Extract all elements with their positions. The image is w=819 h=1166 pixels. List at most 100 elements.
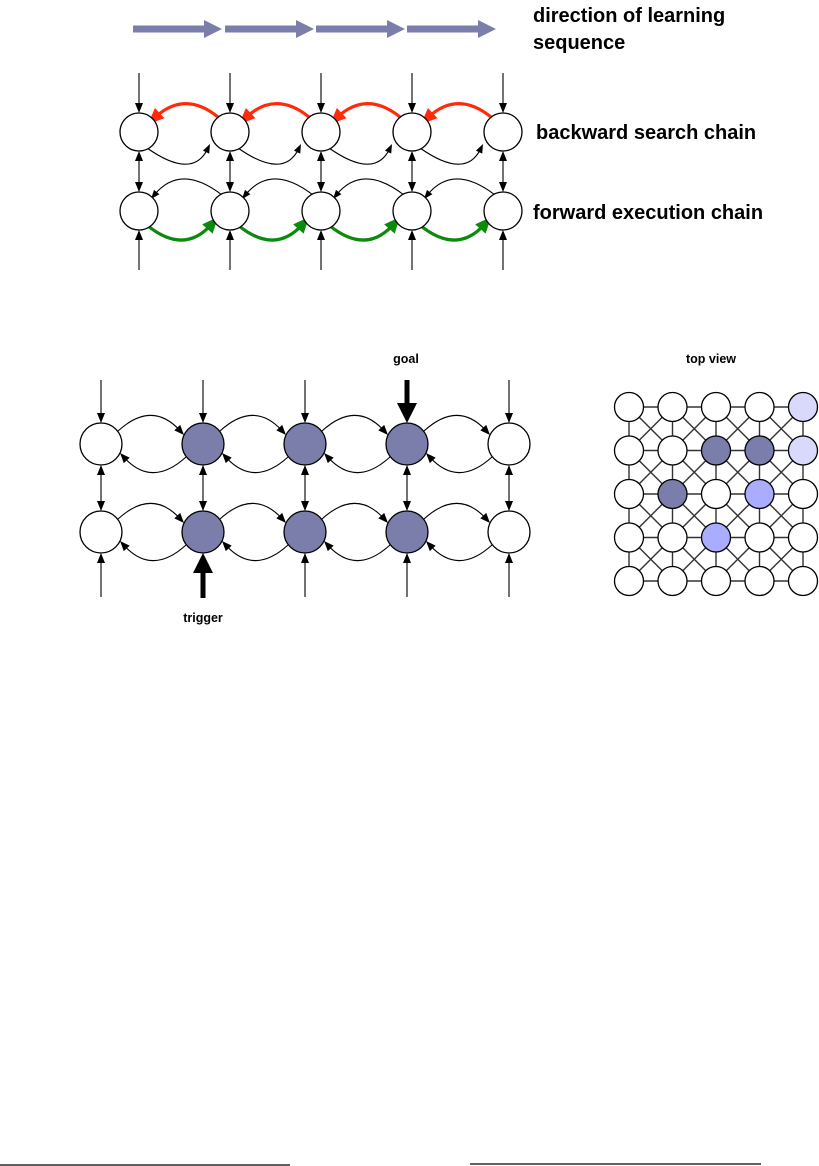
grid-node-inactive — [657, 435, 688, 466]
goal-arrow-head — [397, 403, 417, 423]
grid-node-inactive — [613, 391, 645, 423]
row-link-arrow-head-start — [226, 151, 234, 161]
input-arrow-top-head — [97, 413, 105, 423]
bottom-row-backward-arrow-head — [424, 189, 433, 199]
forward-arc-arrow-head — [276, 424, 286, 435]
backward-chain-node — [119, 112, 159, 152]
network-node-inactive — [79, 422, 123, 466]
input-arrow-top-head — [226, 103, 234, 113]
direction-arrow — [225, 20, 314, 38]
network-node-active — [181, 510, 225, 554]
row-link-arrow-head-start — [499, 151, 507, 161]
row-link-arrow-head-start — [97, 465, 105, 475]
input-arrow-bottom-head — [301, 553, 309, 563]
forward-execution-arrow — [420, 223, 486, 242]
forward-arc-arrow-head — [480, 512, 490, 523]
direction-arrow — [316, 20, 405, 38]
backward-chain-node — [301, 112, 341, 152]
backward-chain-node — [210, 112, 250, 152]
backward-arc-arrow-head — [426, 541, 436, 552]
row-link-arrow-head — [301, 501, 309, 511]
goal-label: goal — [393, 352, 419, 366]
bottom-row-backward-arrow-head — [333, 189, 342, 199]
row-link-arrow-head — [408, 182, 416, 192]
backward-search-arrow — [244, 102, 311, 119]
input-arrow-top-head — [408, 103, 416, 113]
bottom-row-backward-arrow — [426, 178, 496, 196]
backward-arc-arrow-head — [222, 453, 232, 464]
grid-node-inactive — [700, 391, 732, 423]
row-link-arrow-head-start — [135, 151, 143, 161]
grid-node-light — [787, 391, 819, 423]
top-row-forward-arrow — [146, 147, 209, 165]
top-row-forward-arrow — [328, 147, 391, 165]
input-arrow-bottom-head — [97, 553, 105, 563]
backward-arc-arrow-head — [120, 453, 130, 464]
forward-arc-arrow-head — [174, 424, 184, 435]
input-arrow-bottom-head — [317, 230, 325, 240]
input-arrow-bottom-head — [403, 553, 411, 563]
backward-search-arrow — [335, 102, 402, 119]
top-row-forward-arrow — [237, 147, 300, 165]
input-arrow-top-head — [317, 103, 325, 113]
grid-node-light — [787, 435, 819, 466]
input-arrow-top-head — [499, 103, 507, 113]
backward-arc-arrow — [327, 544, 391, 561]
grid-node-active — [700, 435, 732, 466]
top-row-forward-arrow-head — [475, 144, 483, 154]
forward-arc-arrow — [219, 415, 283, 432]
grid-node-inactive — [744, 391, 775, 423]
forward-chain-node — [301, 191, 341, 231]
network-node-active — [181, 422, 225, 466]
input-arrow-top-head — [301, 413, 309, 423]
trigger-arrow-shaft — [200, 573, 206, 598]
input-arrow-top-head — [135, 103, 143, 113]
grid-node-active — [744, 435, 775, 466]
top-row-forward-arrow-head — [293, 144, 301, 154]
backward-search-arrow — [426, 102, 493, 119]
row-link-arrow-head-start — [408, 151, 416, 161]
network-node-active — [385, 510, 429, 554]
forward-chain-node — [483, 191, 523, 231]
forward-arc-arrow — [219, 503, 283, 520]
backward-search-chain-label: backward search chain — [536, 122, 756, 144]
input-arrow-bottom-head — [408, 230, 416, 240]
grid-node-medium — [744, 478, 775, 510]
backward-arc-arrow — [429, 544, 493, 561]
forward-arc-arrow — [423, 415, 487, 432]
trigger-arrow-head — [193, 553, 213, 573]
input-arrow-bottom-head — [135, 230, 143, 240]
top-view-grid — [613, 391, 819, 597]
grid-node-active — [657, 478, 688, 510]
top-row-forward-arrow-head — [384, 144, 392, 154]
forward-chain-node — [119, 191, 159, 231]
backward-arc-arrow — [327, 456, 391, 473]
direction-arrow — [133, 20, 222, 38]
forward-execution-arrow — [147, 223, 213, 242]
grid-node-inactive — [613, 522, 645, 553]
grid-node-inactive — [700, 565, 732, 597]
grid-node-medium — [700, 522, 732, 553]
row-link-arrow-head — [499, 182, 507, 192]
row-link-arrow-head — [403, 501, 411, 511]
forward-execution-arrow — [329, 223, 395, 242]
backward-arc-arrow — [429, 456, 493, 473]
backward-arc-arrow-head — [324, 541, 334, 552]
row-link-arrow-head — [199, 501, 207, 511]
input-arrow-bottom-head — [226, 230, 234, 240]
backward-chain-node — [483, 112, 523, 152]
network-node-active — [385, 422, 429, 466]
forward-arc-arrow-head — [174, 512, 184, 523]
forward-arc-arrow — [423, 503, 487, 520]
forward-arc-arrow — [321, 415, 385, 432]
grid-node-inactive — [613, 478, 645, 510]
network-node-inactive — [487, 510, 531, 554]
forward-arc-arrow-head — [276, 512, 286, 523]
forward-execution-arrow — [238, 223, 304, 242]
row-link-arrow-head-start — [301, 465, 309, 475]
input-arrow-top-head — [505, 413, 513, 423]
backward-arc-arrow — [225, 544, 289, 561]
backward-search-arrow — [153, 102, 220, 119]
grid-node-inactive — [657, 391, 688, 423]
